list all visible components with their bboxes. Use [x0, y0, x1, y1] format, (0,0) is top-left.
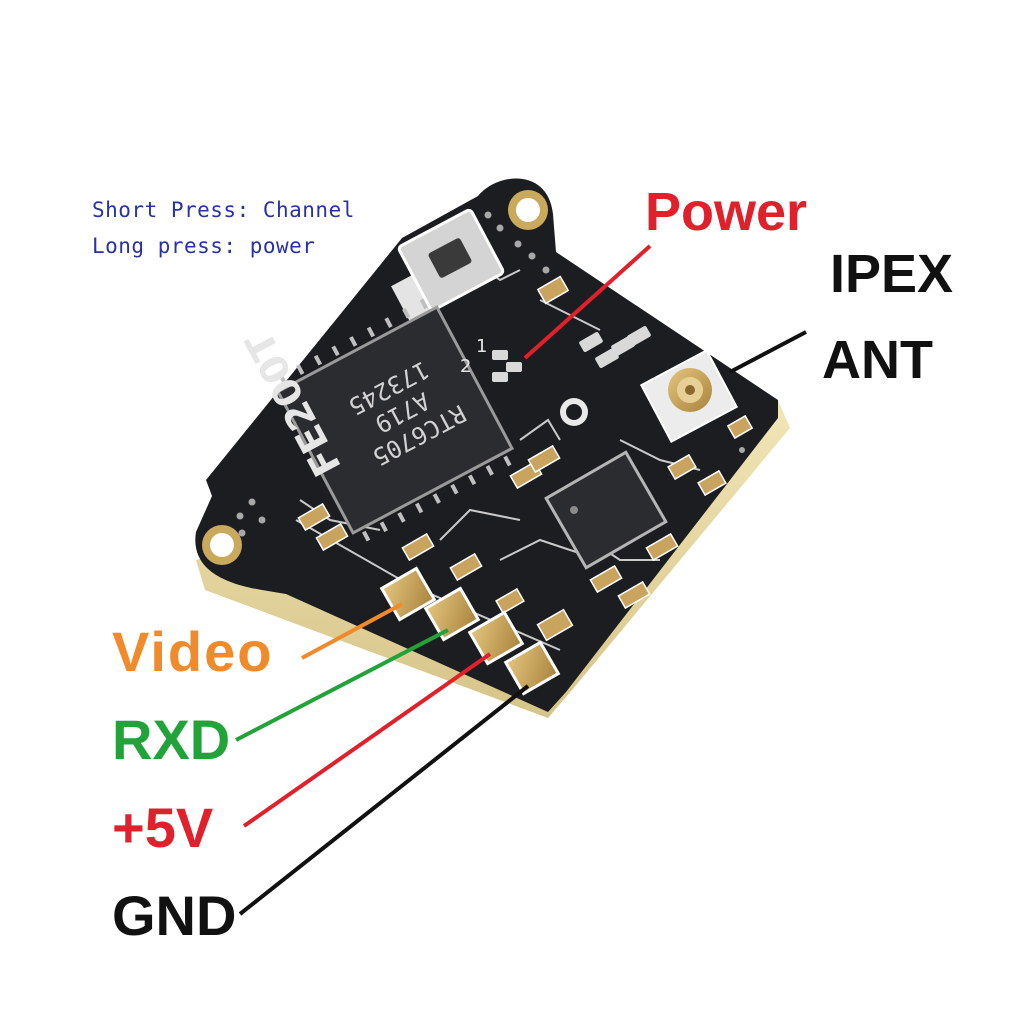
led-mark-1: 1: [476, 336, 487, 357]
button-note-short-press: Short Press: Channel: [92, 198, 355, 222]
smd-components: [297, 275, 754, 642]
label-rxd: RXD: [112, 708, 231, 771]
leader-line-video: [301, 602, 403, 660]
output-pads: [379, 566, 561, 696]
label-ipex: IPEX: [830, 244, 954, 304]
leader-line-gnd: [238, 684, 530, 916]
leader-line-5v: [242, 652, 492, 828]
mounting-hole-icon: [560, 398, 588, 426]
led-mark-2: 2: [460, 356, 471, 377]
button-note-long-press: Long press: power: [92, 234, 316, 258]
mounting-hole-icon: [202, 525, 242, 565]
label-video: Video: [112, 620, 274, 683]
led-array: [492, 326, 651, 382]
mounting-hole-icon: [508, 190, 548, 230]
leader-line-power: [523, 244, 652, 360]
rtc6705-chip: [275, 298, 515, 542]
pad-gnd: [503, 640, 561, 696]
leader-line-rxd: [235, 628, 449, 742]
label-gnd: GND: [112, 884, 237, 947]
ipex-connector-icon: [639, 349, 739, 443]
pad-5v: [467, 610, 525, 666]
label-plus5v: +5V: [112, 796, 214, 859]
leader-line-ipex-ant: [729, 330, 807, 374]
secondary-chip: [544, 450, 668, 570]
label-ant: ANT: [822, 330, 933, 390]
label-power: Power: [645, 182, 808, 242]
pad-rxd: [423, 586, 481, 642]
